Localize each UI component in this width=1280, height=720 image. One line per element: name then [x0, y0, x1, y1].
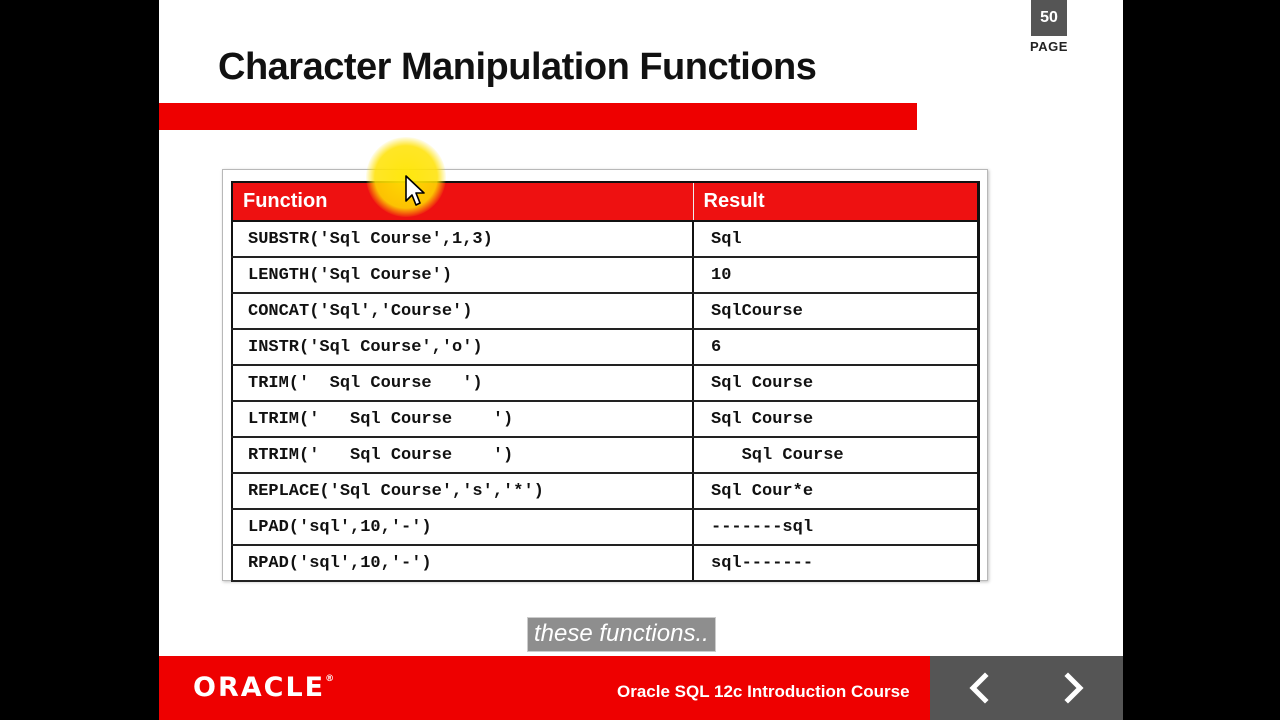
table-row: RTRIM(' Sql Course ') Sql Course: [231, 437, 980, 474]
mouse-pointer-icon: [405, 175, 425, 206]
function-cell: LENGTH('Sql Course'): [231, 257, 694, 294]
function-cell: TRIM(' Sql Course '): [231, 365, 694, 402]
course-name: Oracle SQL 12c Introduction Course: [617, 682, 910, 701]
oracle-logo-text: ORACLE: [193, 672, 326, 703]
function-cell: INSTR('Sql Course','o'): [231, 329, 694, 366]
result-column-header: Result: [693, 181, 980, 222]
result-cell: 10: [693, 257, 980, 294]
page-label: PAGE: [1030, 39, 1068, 54]
result-cell: Sql Cour*e: [693, 473, 980, 510]
navigation-area: [930, 656, 1123, 720]
subtitle-caption: these functions..: [527, 617, 716, 652]
previous-slide-button[interactable]: [964, 672, 996, 704]
table-row: SUBSTR('Sql Course',1,3) Sql: [231, 221, 980, 258]
table-row: LENGTH('Sql Course') 10: [231, 257, 980, 294]
slide-title: Character Manipulation Functions: [218, 46, 817, 88]
result-cell: Sql Course: [693, 365, 980, 402]
function-cell: LPAD('sql',10,'-'): [231, 509, 694, 546]
result-cell: SqlCourse: [693, 293, 980, 330]
table-row: LTRIM(' Sql Course ') Sql Course: [231, 401, 980, 438]
chevron-left-icon: [969, 672, 989, 704]
function-cell: LTRIM(' Sql Course '): [231, 401, 694, 438]
table-row: REPLACE('Sql Course','s','*') Sql Cour*e: [231, 473, 980, 510]
table-row: LPAD('sql',10,'-') -------sql: [231, 509, 980, 546]
slide-footer: ORACLE® Oracle SQL 12c Introduction Cour…: [159, 656, 1123, 720]
result-cell: -------sql: [693, 509, 980, 546]
page-number-badge: 50: [1031, 0, 1067, 36]
result-cell: sql-------: [693, 545, 980, 582]
title-underline-bar: [159, 103, 917, 130]
function-cell: CONCAT('Sql','Course'): [231, 293, 694, 330]
registered-mark: ®: [325, 674, 335, 684]
function-column-header: Function: [231, 181, 694, 222]
table-row: CONCAT('Sql','Course') SqlCourse: [231, 293, 980, 330]
result-cell: Sql: [693, 221, 980, 258]
result-cell: Sql Course: [693, 437, 980, 474]
chevron-right-icon: [1064, 672, 1084, 704]
table-row: RPAD('sql',10,'-') sql-------: [231, 545, 980, 582]
table-row: TRIM(' Sql Course ') Sql Course: [231, 365, 980, 402]
functions-table-frame: Function Result SUBSTR('Sql Course',1,3)…: [222, 169, 988, 582]
next-slide-button[interactable]: [1057, 672, 1089, 704]
table-row: INSTR('Sql Course','o') 6: [231, 329, 980, 366]
result-cell: Sql Course: [693, 401, 980, 438]
function-cell: RPAD('sql',10,'-'): [231, 545, 694, 582]
functions-table: Function Result SUBSTR('Sql Course',1,3)…: [231, 181, 980, 582]
slide: 50 PAGE Character Manipulation Functions…: [159, 0, 1123, 720]
result-cell: 6: [693, 329, 980, 366]
table-header-row: Function Result: [231, 181, 980, 222]
oracle-logo: ORACLE®: [193, 672, 334, 703]
function-cell: SUBSTR('Sql Course',1,3): [231, 221, 694, 258]
function-cell: REPLACE('Sql Course','s','*'): [231, 473, 694, 510]
function-cell: RTRIM(' Sql Course '): [231, 437, 694, 474]
